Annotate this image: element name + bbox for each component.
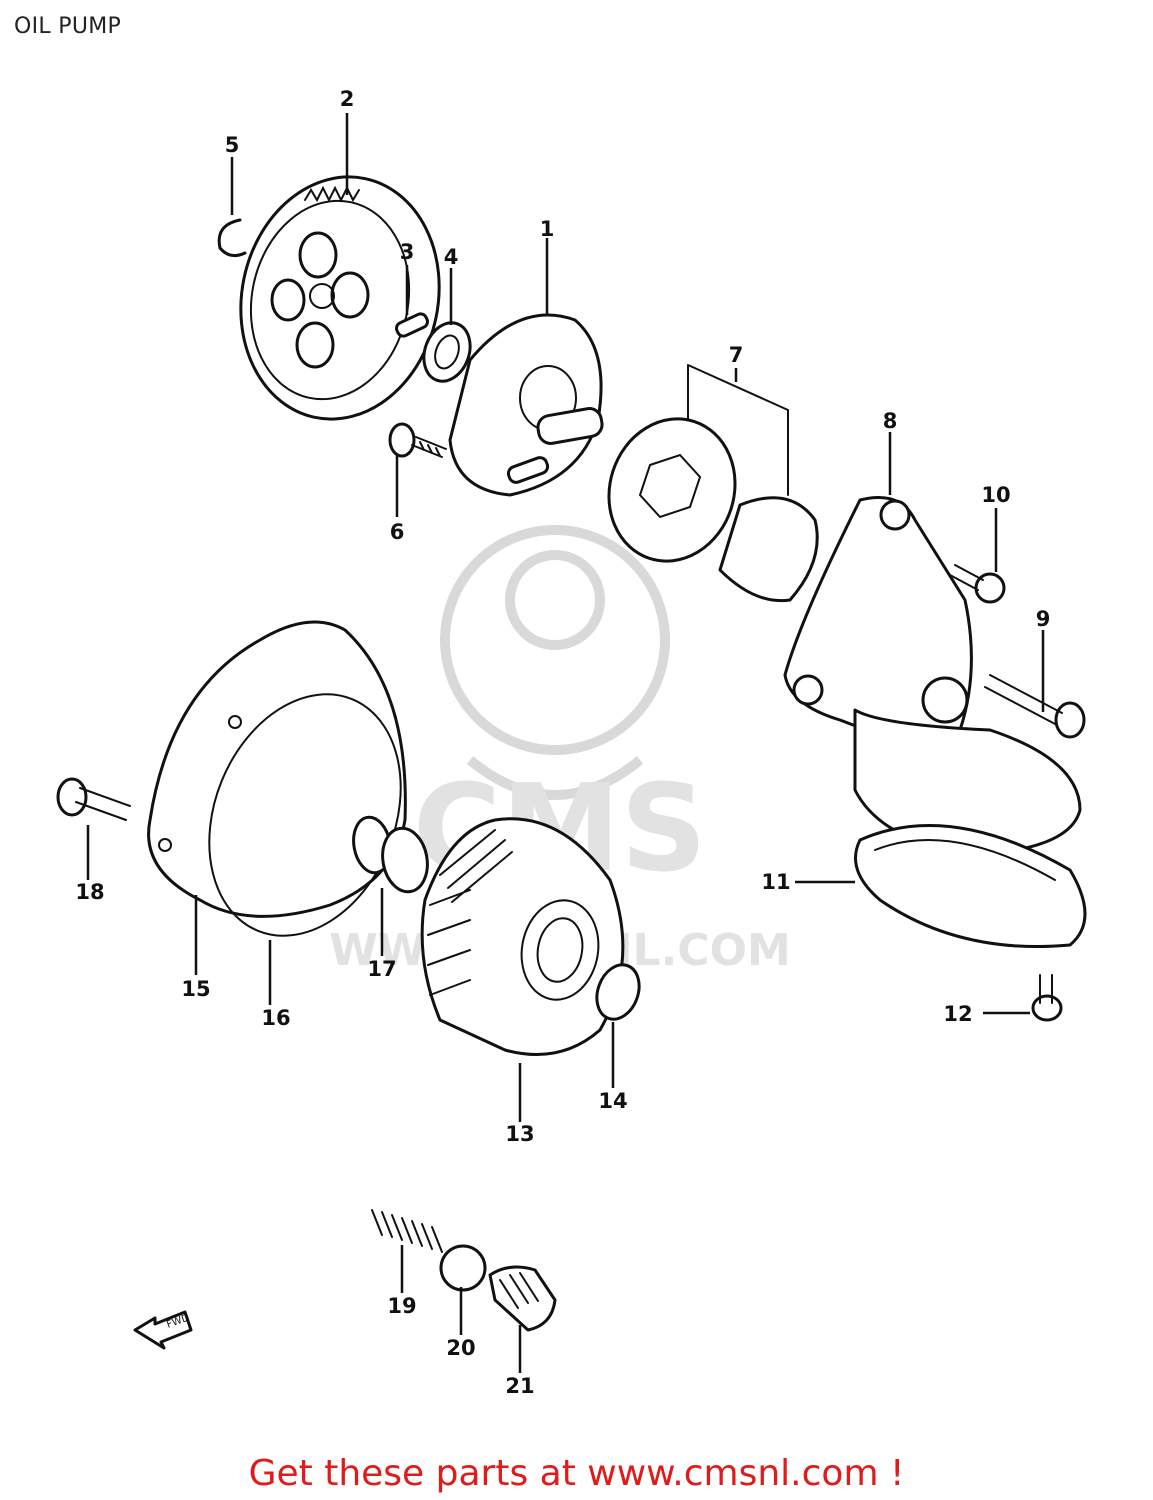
callout-19: 19 xyxy=(387,1294,416,1318)
part-12-screw[interactable] xyxy=(1031,974,1063,1022)
part-18-bolt[interactable] xyxy=(56,777,131,821)
part-8-pump-housing[interactable] xyxy=(783,496,1082,857)
part-10-screw[interactable] xyxy=(949,564,1006,604)
callout-14: 14 xyxy=(598,1089,627,1113)
part-9-bolt[interactable] xyxy=(984,674,1086,739)
callout-1: 1 xyxy=(540,217,555,241)
callout-18: 18 xyxy=(75,880,104,904)
callout-12: 12 xyxy=(943,1002,972,1026)
part-3-pin[interactable] xyxy=(395,312,430,338)
callout-17: 17 xyxy=(367,957,396,981)
part-21-plug[interactable] xyxy=(488,1265,557,1332)
leader-lines xyxy=(86,113,1045,1373)
callout-5: 5 xyxy=(225,133,240,157)
callout-numbers: 1 2 3 4 5 6 7 8 9 10 11 12 13 14 15 16 1… xyxy=(75,87,1050,1398)
callout-20: 20 xyxy=(446,1336,475,1360)
part-6-screw[interactable] xyxy=(388,422,447,458)
callout-2: 2 xyxy=(340,87,355,111)
part-7-rotor-set[interactable] xyxy=(591,364,819,603)
callout-15: 15 xyxy=(181,977,210,1001)
part-17-o-ring[interactable] xyxy=(349,814,432,895)
callout-7: 7 xyxy=(729,343,744,367)
part-2-gear[interactable] xyxy=(219,158,461,437)
part-14-o-ring[interactable] xyxy=(590,959,647,1025)
part-4-washer[interactable] xyxy=(416,316,478,387)
part-11-oil-strainer[interactable] xyxy=(854,823,1087,949)
part-13-oil-filter[interactable] xyxy=(420,817,625,1056)
part-19-spring[interactable] xyxy=(371,1209,443,1253)
callout-13: 13 xyxy=(505,1122,534,1146)
callout-16: 16 xyxy=(261,1006,290,1030)
callout-11: 11 xyxy=(761,870,790,894)
part-20-ball[interactable] xyxy=(439,1244,487,1292)
page-title: OIL PUMP xyxy=(14,14,122,39)
part-15-filter-cover[interactable] xyxy=(147,620,407,918)
callout-4: 4 xyxy=(444,245,459,269)
callout-6: 6 xyxy=(390,520,405,544)
callout-3: 3 xyxy=(400,240,415,264)
callout-10: 10 xyxy=(981,483,1010,507)
callout-21: 21 xyxy=(505,1374,534,1398)
part-1-oil-pump-body[interactable] xyxy=(448,313,604,497)
callout-8: 8 xyxy=(883,409,898,433)
fwd-arrow: FWD xyxy=(133,1310,193,1350)
callout-9: 9 xyxy=(1036,607,1051,631)
cmsnl-link[interactable]: Get these parts at www.cmsnl.com ! xyxy=(248,1453,905,1494)
part-5-circlip[interactable] xyxy=(217,218,247,258)
